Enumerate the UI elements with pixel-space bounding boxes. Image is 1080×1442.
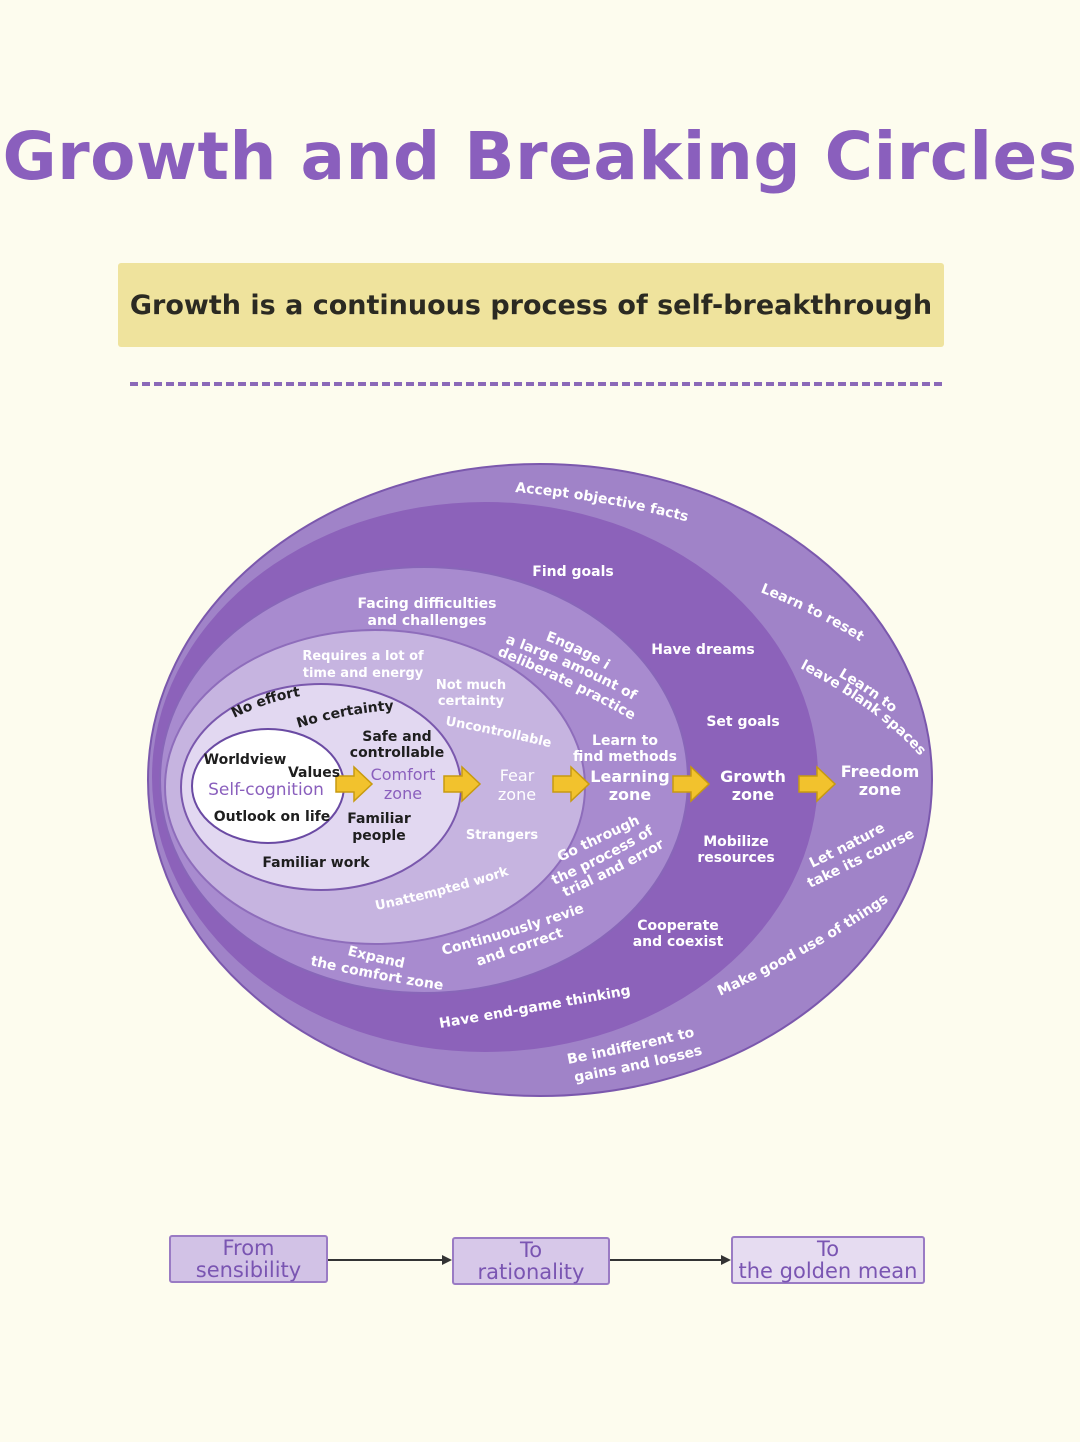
page-title: Growth and Breaking Circles	[2, 118, 1078, 195]
core-values: Values	[288, 765, 340, 781]
arrow-right-icon	[442, 1255, 452, 1265]
arrow-right-icon	[721, 1255, 731, 1265]
zone-self-cognition: Self-cognition	[208, 780, 324, 800]
core-worldview: Worldview	[204, 752, 287, 768]
dashed-divider	[130, 382, 942, 386]
core-outlook: Outlook on life	[214, 809, 330, 825]
label-strangers: Strangers	[466, 828, 539, 843]
flow-connector	[610, 1259, 721, 1261]
arrow-icon	[672, 765, 711, 803]
flow-step-sensibility: From sensibility	[169, 1235, 328, 1283]
subtitle-banner: Growth is a continuous process of self-b…	[118, 263, 944, 347]
arrow-icon	[443, 765, 482, 803]
arrow-icon	[798, 765, 837, 803]
flow-connector	[328, 1259, 442, 1261]
flow-step-rationality: To rationality	[452, 1237, 610, 1285]
label-familiar-work: Familiar work	[262, 855, 370, 871]
flow-step-golden-mean: To the golden mean	[731, 1236, 925, 1284]
arrow-icon	[552, 765, 591, 803]
label-set-goals: Set goals	[706, 714, 779, 730]
subtitle-text: Growth is a continuous process of self-b…	[129, 289, 933, 321]
arrow-icon	[335, 765, 374, 803]
label-find-goals: Find goals	[532, 564, 613, 580]
label-have-dreams: Have dreams	[651, 642, 754, 658]
